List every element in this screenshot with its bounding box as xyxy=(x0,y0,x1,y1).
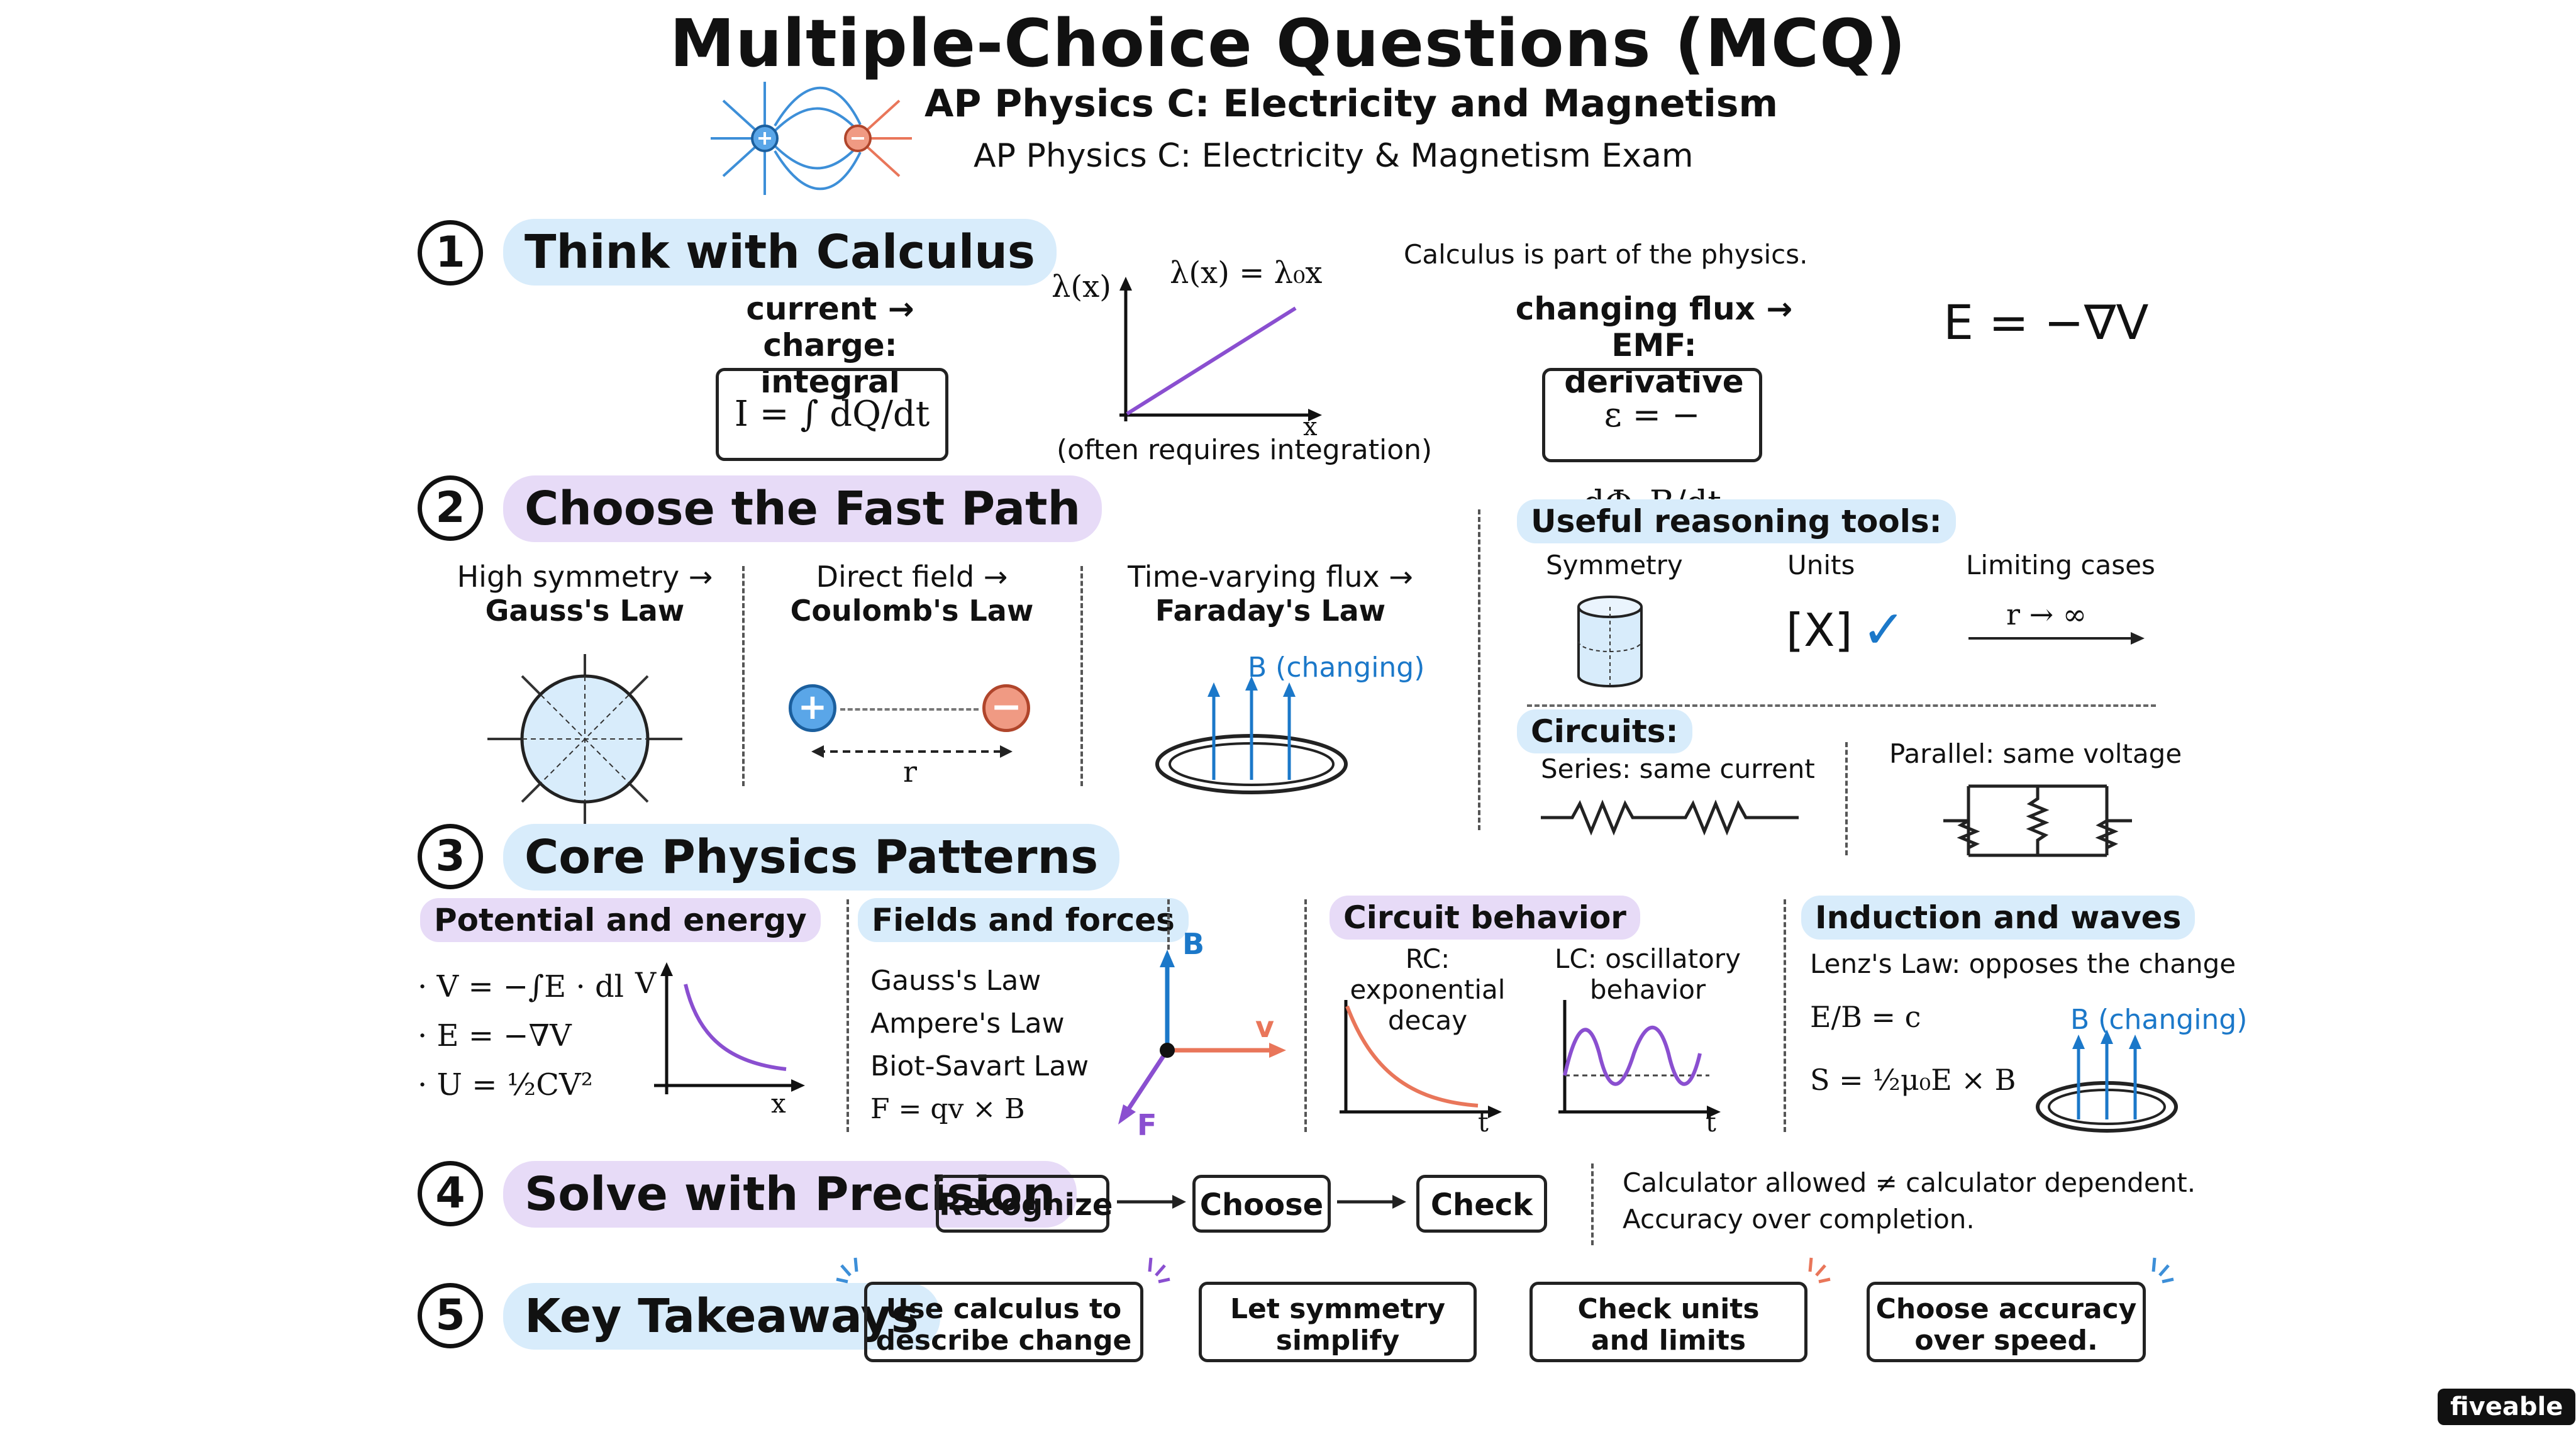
reasoning-tools-title: Useful reasoning tools: xyxy=(1517,499,1956,543)
tool-limiting-label: Limiting cases xyxy=(1966,550,2155,580)
divider xyxy=(1784,899,1786,1132)
step-recognize: Recognize xyxy=(936,1175,1113,1233)
sparkle-icon xyxy=(1808,1257,1831,1284)
limit-expression: r → ∞ xyxy=(2006,597,2087,631)
sparkle-icon xyxy=(1148,1257,1170,1284)
section-1-title: Think with Calculus xyxy=(503,219,1057,286)
divider xyxy=(847,899,849,1132)
distance-arrow xyxy=(811,745,1013,758)
precision-note: Calculator allowed ≠ calculator dependen… xyxy=(1623,1167,2196,1235)
potential-decay-graph xyxy=(654,962,805,1094)
divider xyxy=(1591,1163,1594,1245)
b-changing-label: B (changing) xyxy=(1248,652,1425,684)
coulomb-label: Direct field →Coulomb's Law xyxy=(790,560,1034,628)
poynting-vector: S = ½μ₀E × B xyxy=(1810,1063,2016,1097)
lc-time-label: t xyxy=(1706,1107,1716,1138)
divider xyxy=(1167,899,1170,950)
induction-b-changing: B (changing) xyxy=(2070,1004,2248,1036)
sparkle-icon xyxy=(2151,1257,2174,1284)
circuit-behavior-title: Circuit behavior xyxy=(1330,896,1640,940)
gradient-formula: E = −∇V xyxy=(1943,294,2149,350)
tool-units-label: Units xyxy=(1787,550,1855,580)
check-icon: ✓ xyxy=(1862,599,1906,660)
lenz-law: Lenz's Law: opposes the change xyxy=(1810,948,2236,979)
series-label: Series: same current xyxy=(1541,753,1815,784)
rc-decay-graph xyxy=(1340,1000,1502,1118)
divider xyxy=(1304,899,1307,1132)
fields-laws-list: Gauss's Law Ampere's Law Biot-Savart Law… xyxy=(870,965,1089,1125)
section-3-number: 3 xyxy=(418,824,483,889)
axis-b-label: B xyxy=(1182,927,1205,961)
flow-arrow xyxy=(1337,1195,1406,1209)
potential-energy-title: Potential and energy xyxy=(420,898,821,942)
eb-ratio: E/B = c xyxy=(1810,1000,1921,1034)
induction-waves-title: Induction and waves xyxy=(1801,896,2196,940)
divider xyxy=(1478,509,1480,830)
series-resistors-icon xyxy=(1541,799,1799,836)
potential-graph-y: V xyxy=(635,966,657,1000)
lambda-function-label: λ(x) = λ₀x xyxy=(1170,255,1323,291)
flow-arrow xyxy=(1117,1195,1186,1209)
divider xyxy=(1845,742,1848,855)
positive-charge: + xyxy=(789,684,836,732)
potential-equations: · V = −∫E · dl · E = −∇V · U = ½CV² xyxy=(418,969,625,1102)
section-5-number: 5 xyxy=(418,1283,483,1348)
tools-divider xyxy=(1527,704,2156,707)
divider xyxy=(742,566,745,786)
separation-line xyxy=(840,708,979,711)
lambda-axis-label: λ(x) xyxy=(1052,269,1111,304)
negative-charge: − xyxy=(982,684,1030,732)
divider xyxy=(1080,566,1083,786)
section-4-number: 4 xyxy=(418,1161,483,1226)
lambda-x-label: x xyxy=(1303,413,1318,441)
units-bracket: [X] xyxy=(1786,604,1853,657)
circuits-title: Circuits: xyxy=(1517,709,1692,753)
limit-arrow xyxy=(1968,632,2145,645)
sparkle-icon xyxy=(836,1257,858,1284)
brand-logo: fiveable xyxy=(2438,1389,2576,1425)
right-hand-axes xyxy=(1118,950,1286,1124)
section-3-title: Core Physics Patterns xyxy=(503,824,1120,891)
distance-r-label: r xyxy=(903,755,917,789)
dipole-field-icon xyxy=(711,82,912,195)
calculus-note: Calculus is part of the physics. xyxy=(1404,239,1808,270)
section-1-number: 1 xyxy=(418,220,483,286)
tool-symmetry-label: Symmetry xyxy=(1546,550,1683,580)
rc-time-label: t xyxy=(1478,1107,1489,1138)
section-2-title: Choose the Fast Path xyxy=(503,475,1102,542)
faraday-loop-icon xyxy=(1155,676,1348,794)
parallel-label: Parallel: same voltage xyxy=(1889,738,2182,769)
potential-graph-x: x xyxy=(771,1088,786,1119)
parallel-resistors-icon xyxy=(1943,784,2132,857)
gauss-sphere-icon xyxy=(487,654,682,824)
fields-forces-title: Fields and forces xyxy=(858,898,1189,942)
lc-oscillation-graph xyxy=(1558,1000,1721,1118)
step-choose: Choose xyxy=(1192,1175,1331,1233)
cylinder-icon xyxy=(1577,596,1643,687)
page-subtitle: AP Physics C: Electricity and Magnetism xyxy=(924,82,1779,126)
step-check: Check xyxy=(1416,1175,1547,1233)
gauss-label: High symmetry →Gauss's Law xyxy=(457,560,713,628)
axis-f-label: F xyxy=(1137,1108,1157,1142)
faraday-label: Time-varying flux →Faraday's Law xyxy=(1128,560,1413,628)
lambda-linear-graph xyxy=(1119,277,1322,421)
exam-name: AP Physics C: Electricity & Magnetism Ex… xyxy=(974,137,1694,175)
graph-caption: (often requires integration) xyxy=(1057,434,1433,466)
section-2-number: 2 xyxy=(418,475,483,541)
page-title: Multiple-Choice Questions (MCQ) xyxy=(669,5,1907,82)
induction-loop-icon xyxy=(2036,1030,2178,1133)
emf-formula: ε = − dΦ_B/dt xyxy=(1542,368,1762,523)
current-integral-formula: I = ∫ dQ/dt dt xyxy=(716,368,948,521)
axis-v-label: v xyxy=(1255,1010,1274,1044)
